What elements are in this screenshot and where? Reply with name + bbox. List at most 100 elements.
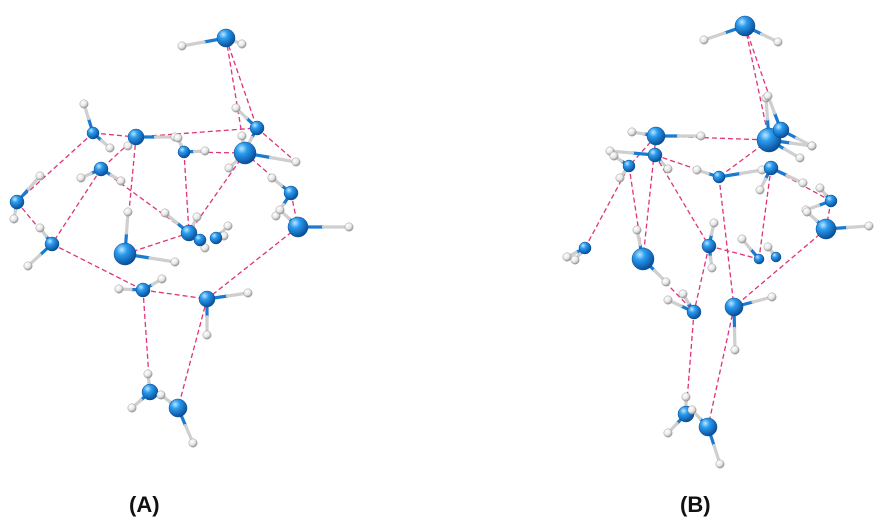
oxygen-atom-a-7 (9, 194, 25, 210)
hydrogen-atom-a-11-1 (170, 257, 180, 267)
hydrogen-atom-a-8-0 (35, 223, 45, 233)
hydrogen-atom-b-17-0 (681, 392, 691, 402)
oxygen-atom-b-3 (622, 159, 636, 173)
hydrogen-atom-a-0-1 (237, 39, 247, 49)
hydrogen-atom-a-5-2 (224, 163, 234, 173)
oxygen-atom-b-7 (763, 160, 779, 176)
hydrogen-bond-b-9 (718, 176, 735, 308)
hydrogen-atom-b-16-1 (730, 345, 740, 355)
hydrogen-atom-b-16-0 (767, 292, 777, 302)
hydrogen-atom-a-12-1 (160, 208, 170, 218)
hydrogen-atom-a-14-0 (200, 243, 210, 253)
hydrogen-atom-b-14-0 (763, 242, 773, 252)
hydrogen-atom-a-3-1 (173, 133, 183, 143)
oxygen-atom-a-14 (193, 233, 207, 247)
hydrogen-atom-b-18-0 (715, 459, 725, 469)
hydrogen-atom-b-12-0 (709, 218, 719, 228)
oxygen-atom-b-18 (698, 417, 718, 437)
hydrogen-atom-a-2-1 (123, 141, 133, 151)
hydrogen-bond-b-0 (744, 25, 770, 141)
oxygen-atom-a-10 (287, 216, 309, 238)
hydrogen-atom-b-2-1 (663, 164, 673, 174)
oxygen-atom-b-10 (578, 241, 592, 255)
hydrogen-bond-a-14 (206, 226, 299, 300)
hydrogen-atom-a-6-0 (76, 173, 86, 183)
hydrogen-atom-b-0-0 (699, 35, 709, 45)
hydrogen-atom-a-8-1 (23, 261, 33, 271)
hydrogen-atom-b-18-1 (687, 405, 697, 415)
hydrogen-atom-b-5-0 (763, 91, 773, 101)
molecule-illustrations (9, 15, 874, 469)
hydrogen-bond-a-18 (142, 289, 151, 393)
oxygen-atom-a-3 (177, 145, 191, 159)
hydrogen-bond-b-20 (758, 167, 772, 260)
hydrogen-atom-a-10-0 (344, 222, 354, 232)
hydrogen-bond-b-16 (685, 311, 695, 415)
oxygen-atom-b-15 (686, 304, 702, 320)
hydrogen-atom-b-1-1 (627, 127, 637, 137)
oxygen-atom-b-14 (770, 251, 782, 263)
hydrogen-atom-a-4-0 (231, 103, 241, 113)
hydrogen-atom-b-7-0 (755, 185, 765, 195)
hydrogen-atom-a-13-0 (223, 221, 233, 231)
hydrogen-atom-b-15-0 (678, 289, 688, 299)
oxygen-atom-a-6 (93, 161, 109, 177)
oxygen-atom-b-16 (724, 297, 744, 317)
oxygen-atom-b-2 (647, 147, 663, 163)
hydrogen-bond-a-7 (16, 132, 94, 203)
oxygen-atom-b-9 (815, 218, 837, 240)
hydrogen-atom-a-17-0 (143, 369, 153, 379)
hydrogen-atom-a-0-0 (177, 41, 187, 51)
hydrogen-bond-a-11 (51, 243, 144, 291)
hydrogen-atom-b-15-1 (663, 295, 673, 305)
hydrogen-atom-b-0-1 (773, 37, 783, 47)
hydrogen-atom-a-18-1 (156, 390, 166, 400)
oxygen-atom-a-16 (198, 290, 216, 308)
hydrogen-atom-b-6-1 (692, 165, 702, 175)
oxygen-atom-a-13 (209, 231, 223, 245)
hydrogen-atom-b-11-0 (632, 225, 642, 235)
hydrogen-atom-b-10-0 (562, 252, 572, 262)
oxygen-atom-b-6 (712, 170, 726, 184)
oxygen-atom-a-5 (233, 141, 257, 165)
hydrogen-atom-b-9-1 (802, 207, 812, 217)
oxygen-atom-a-0 (216, 28, 236, 48)
hydrogen-atom-b-9-0 (864, 221, 874, 231)
oxygen-atom-b-0 (734, 15, 756, 37)
oxygen-atom-a-4 (249, 120, 265, 136)
hydrogen-bond-a-10 (16, 201, 53, 245)
hydrogen-bond-a-21 (256, 127, 297, 163)
hydrogen-atom-b-4-2 (795, 153, 805, 163)
hydrogen-atom-b-1-0 (696, 131, 706, 141)
hydrogen-atom-a-10-1 (275, 205, 285, 215)
hydrogen-bond-a-8 (51, 168, 102, 245)
hydrogen-atom-b-17-1 (663, 428, 673, 438)
hydrogen-atom-b-11-1 (661, 277, 671, 287)
hydrogen-bond-b-15 (708, 245, 760, 260)
hydrogen-bond-b-12 (733, 228, 827, 308)
hydrogen-atom-a-6-1 (116, 176, 126, 186)
oxygen-atom-a-8 (44, 236, 60, 252)
water-cluster-a (9, 28, 354, 448)
hydrogen-atom-a-5-0 (237, 131, 247, 141)
oxygen-atom-b-5 (772, 121, 790, 139)
hydrogen-atom-b-12-1 (707, 263, 717, 273)
oxygen-atom-b-11 (631, 247, 655, 271)
hydrogen-bond-a-19 (177, 298, 208, 409)
oxygen-atom-a-17 (141, 383, 159, 401)
hydrogen-atom-b-3-1 (615, 173, 625, 183)
hydrogen-atom-a-7-0 (35, 171, 45, 181)
hydrogen-atom-b-5-1 (807, 141, 817, 151)
water-cluster-b (562, 15, 874, 469)
panel-label-a: (A) (129, 492, 160, 517)
oxygen-atom-a-12 (180, 224, 198, 242)
hydrogen-atom-a-18-0 (188, 438, 198, 448)
oxygen-atom-a-18 (168, 398, 188, 418)
panel-label-b: (B) (680, 492, 711, 517)
hydrogen-atom-a-16-0 (243, 288, 253, 298)
oxygen-atom-a-9 (283, 185, 299, 201)
hydrogen-atom-a-9-1 (267, 173, 277, 183)
hydrogen-bond-b-17 (707, 306, 735, 428)
hydrogen-atom-b-10-1 (570, 255, 580, 265)
